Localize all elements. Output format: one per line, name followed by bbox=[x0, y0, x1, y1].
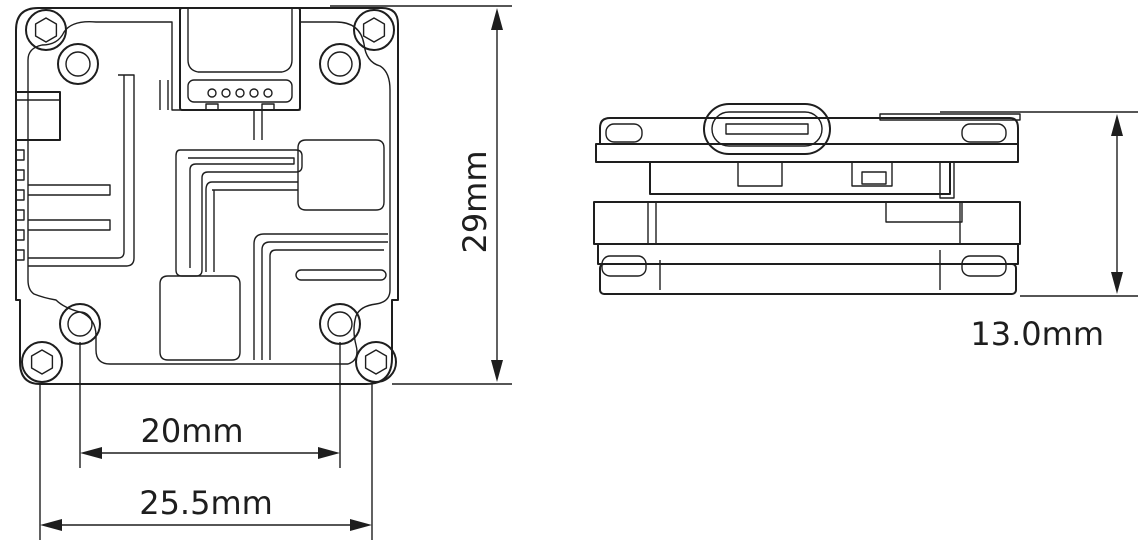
front-inner-outline bbox=[27, 21, 391, 365]
dim-overall-width-label: 25.5mm bbox=[139, 484, 273, 522]
left-ridges bbox=[16, 149, 25, 261]
dim-hole-spacing-label: 20mm bbox=[140, 412, 243, 450]
corner-screw-tl bbox=[25, 9, 67, 51]
dim-hole-spacing bbox=[79, 342, 341, 468]
left-connector-tab bbox=[15, 91, 61, 141]
usb-c-port-front bbox=[179, 7, 301, 111]
side-top-cover bbox=[599, 117, 1019, 145]
side-housing bbox=[593, 201, 1021, 245]
dim-height bbox=[330, 5, 512, 385]
dim-overall-width bbox=[39, 384, 373, 540]
mounting-holes bbox=[57, 43, 361, 345]
corner-screw-bl bbox=[21, 341, 63, 383]
corner-screw-tr bbox=[353, 9, 395, 51]
dim-thickness bbox=[940, 111, 1138, 297]
side-view bbox=[593, 103, 1021, 295]
side-bottom-plate bbox=[599, 263, 1017, 295]
front-view bbox=[15, 7, 399, 385]
corner-screw-br bbox=[355, 341, 397, 383]
usb-c-port-side bbox=[703, 103, 831, 155]
dim-thickness-label: 13.0mm bbox=[970, 315, 1104, 353]
heatsink-pattern bbox=[28, 74, 388, 361]
dim-height-label: 29mm bbox=[456, 150, 494, 253]
front-body-outline bbox=[15, 7, 399, 385]
